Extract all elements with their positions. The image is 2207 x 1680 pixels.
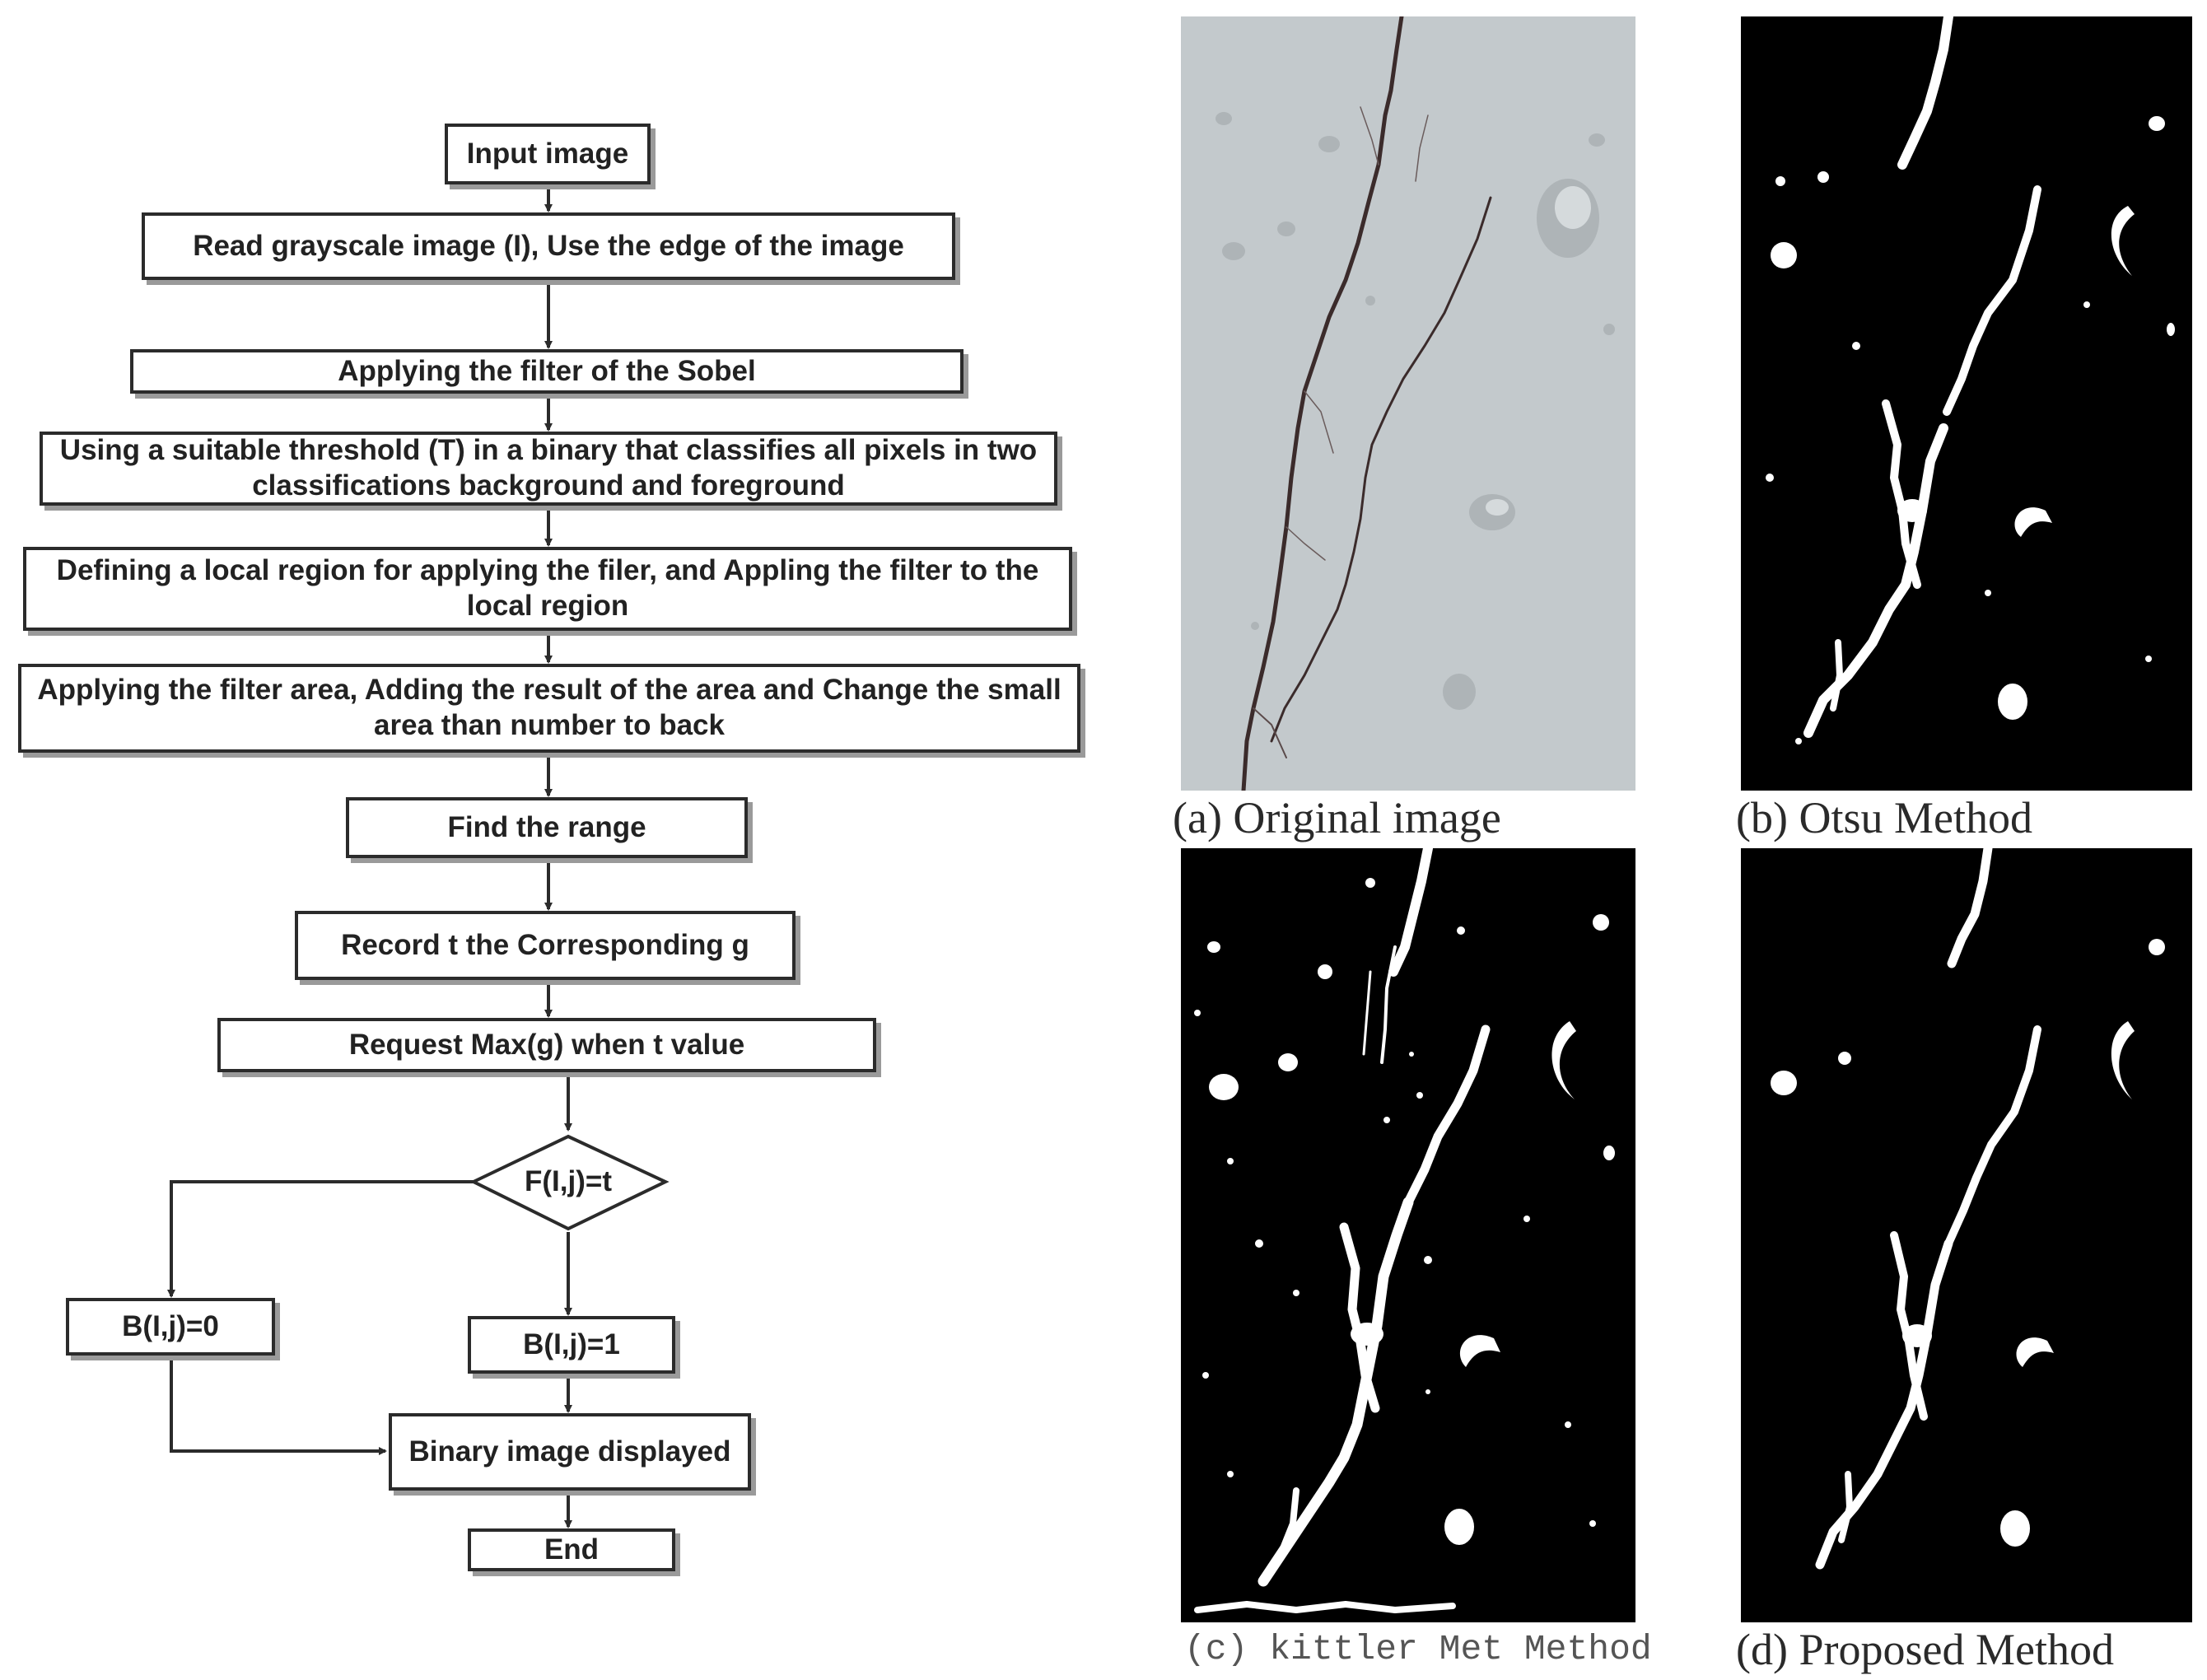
flowchart-connectors [167, 184, 670, 1528]
request-max-box: Request Max(g) when t value [217, 1018, 876, 1072]
decision-label: F(I,j)=t [525, 1165, 612, 1197]
otsu-binary-image [1741, 16, 2192, 791]
proposed-binary-image [1741, 848, 2192, 1622]
arrow-decision-bzero [167, 1180, 474, 1298]
local-region-box: Defining a local region for applying the… [23, 547, 1072, 631]
find-range-box: Find the range [346, 797, 748, 858]
sobel-filter-box: Applying the filter of the Sobel [130, 349, 964, 394]
end-box: End [468, 1528, 675, 1571]
kittler-result-panel [1181, 848, 1635, 1622]
concrete-crack-photo [1181, 16, 1635, 791]
b-one-box: B(I,j)=1 [468, 1316, 675, 1374]
caption-original: (a) Original image [1173, 793, 1501, 842]
record-box: Record t the Corresponding g [295, 911, 796, 980]
caption-otsu: (b) Otsu Method [1736, 793, 2032, 842]
caption-kittler: (c) kittler Met Method [1184, 1629, 1652, 1669]
read-grayscale-box: Read grayscale image (I), Use the edge o… [142, 212, 955, 280]
input-image-box: Input image [445, 124, 651, 184]
kittler-binary-image [1181, 848, 1635, 1622]
decision-diamond [469, 1134, 670, 1231]
caption-proposed: (d) Proposed Method [1736, 1625, 2114, 1674]
proposed-result-panel [1741, 848, 2192, 1622]
arrow-bzero-binary [170, 1356, 387, 1455]
main-crack [1241, 16, 1404, 791]
otsu-result-panel [1741, 16, 2192, 791]
filter-area-box: Applying the filter area, Adding the res… [18, 664, 1080, 753]
original-image-panel [1181, 16, 1635, 791]
b-zero-box: B(I,j)=0 [66, 1298, 275, 1356]
threshold-box: Using a suitable threshold (T) in a bina… [40, 432, 1057, 506]
secondary-crack [1270, 196, 1492, 743]
binary-image-box: Binary image displayed [389, 1413, 751, 1491]
